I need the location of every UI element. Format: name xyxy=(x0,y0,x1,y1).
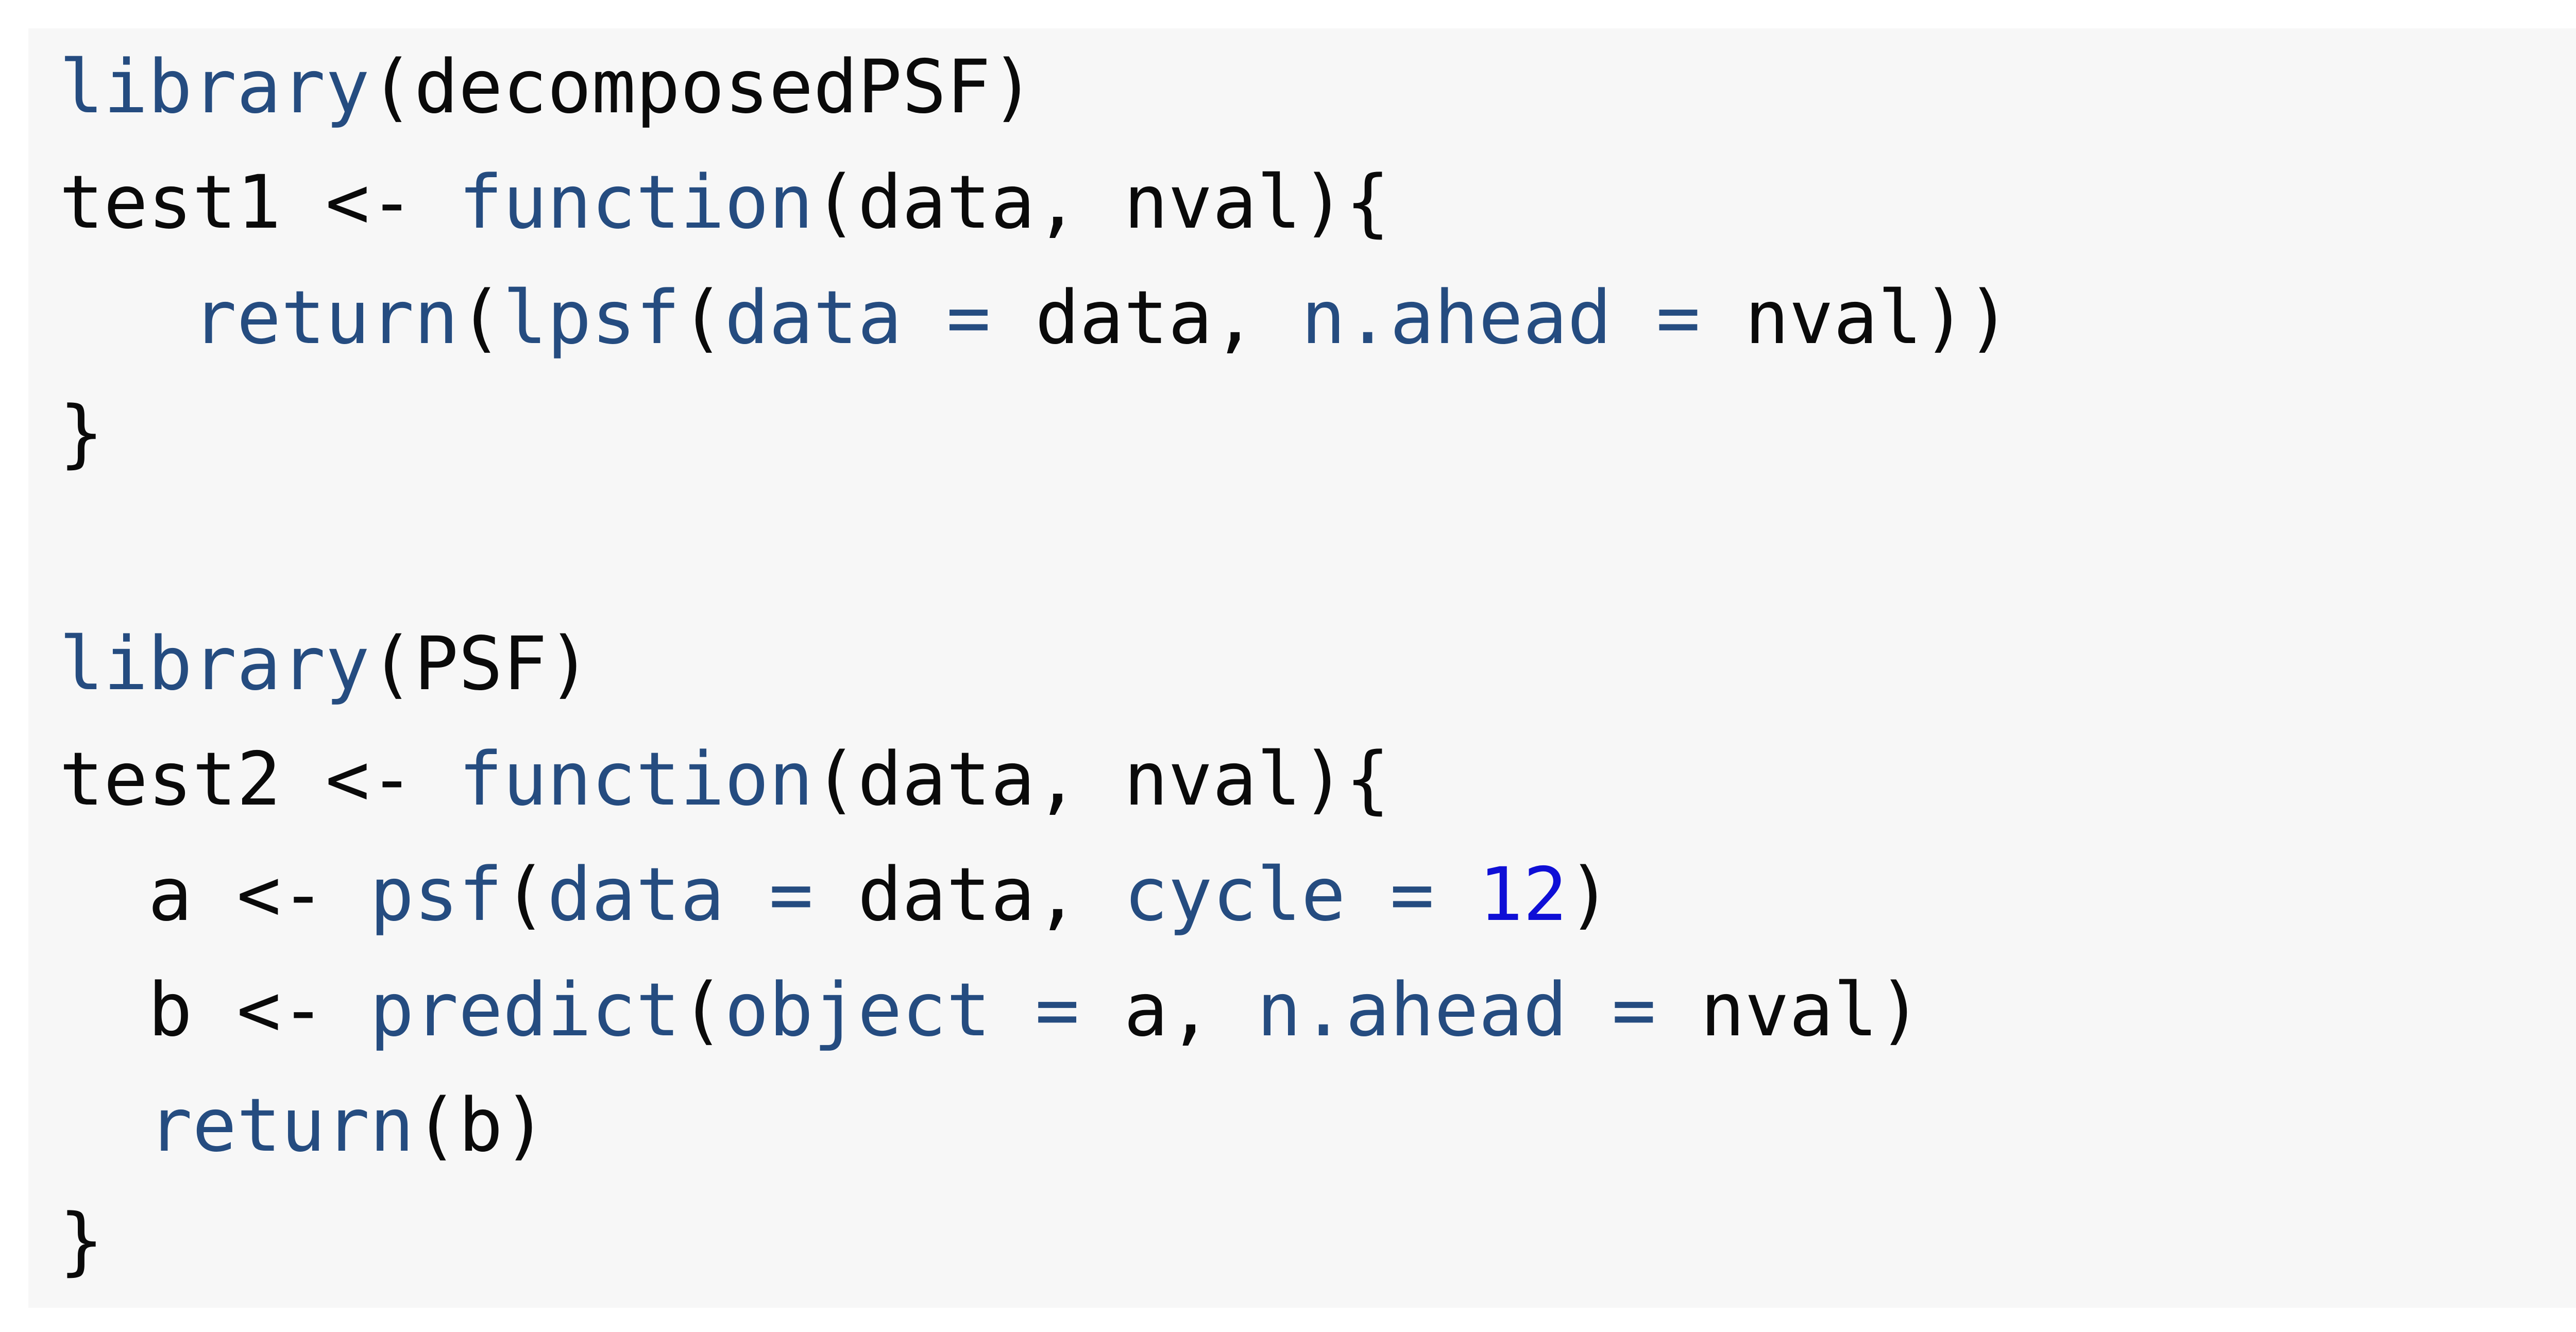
token-plain: b <- xyxy=(59,967,370,1053)
token-plain: data, xyxy=(813,851,1124,937)
code-line: a <- psf(data = data, cycle = 12) xyxy=(59,837,2576,952)
token-function: predict xyxy=(369,967,681,1053)
token-function: data = xyxy=(724,275,991,361)
code-line: b <- predict(object = a, n.ahead = nval) xyxy=(59,952,2576,1068)
code-line: return(lpsf(data = data, n.ahead = nval)… xyxy=(59,260,2576,375)
token-plain: (decomposedPSF) xyxy=(369,44,1036,130)
token-function: psf xyxy=(369,851,503,937)
token-plain xyxy=(59,275,192,361)
code-line: } xyxy=(59,1183,2576,1299)
token-plain xyxy=(59,1082,148,1168)
token-function: library xyxy=(59,621,370,707)
code-line: } xyxy=(59,375,2576,491)
token-function: n.ahead = xyxy=(1301,275,1701,361)
token-plain: (PSF) xyxy=(369,621,592,707)
token-function: function xyxy=(458,736,814,822)
code-line xyxy=(59,491,2576,606)
token-plain: test1 <- xyxy=(59,159,459,245)
token-function: return xyxy=(192,275,459,361)
token-function: return xyxy=(148,1082,414,1168)
token-function: data = xyxy=(547,851,814,937)
token-function: lpsf xyxy=(502,275,681,361)
token-plain: data, xyxy=(990,275,1301,361)
token-function: function xyxy=(458,159,814,245)
token-plain: a <- xyxy=(59,851,370,937)
token-function: cycle = xyxy=(1124,851,1434,937)
token-plain: } xyxy=(59,390,104,476)
token-plain: ( xyxy=(458,275,503,361)
token-plain: test2 <- xyxy=(59,736,459,822)
code-block: library(decomposedPSF)test1 <- function(… xyxy=(28,28,2576,1299)
code-chunk-box: library(decomposedPSF)test1 <- function(… xyxy=(28,28,2576,1308)
token-function: n.ahead = xyxy=(1257,967,1656,1053)
token-plain: (data, nval){ xyxy=(813,159,1390,245)
token-function: object = xyxy=(724,967,1080,1053)
code-line: test2 <- function(data, nval){ xyxy=(59,722,2576,837)
token-plain: ) xyxy=(1567,851,1612,937)
token-plain: nval) xyxy=(1656,967,1922,1053)
token-plain: (b) xyxy=(414,1082,548,1168)
code-line: library(decomposedPSF) xyxy=(59,29,2576,145)
token-plain: ( xyxy=(680,275,725,361)
token-plain: ( xyxy=(502,851,548,937)
token-plain: a, xyxy=(1079,967,1257,1053)
token-function: library xyxy=(59,44,370,130)
token-plain: nval)) xyxy=(1700,275,2011,361)
token-plain: (data, nval){ xyxy=(813,736,1390,822)
token-plain: } xyxy=(59,1198,104,1284)
code-line: return(b) xyxy=(59,1068,2576,1183)
code-line: library(PSF) xyxy=(59,606,2576,722)
code-line: test1 <- function(data, nval){ xyxy=(59,145,2576,260)
token-number: 12 xyxy=(1479,851,1568,937)
token-plain xyxy=(1434,851,1479,937)
token-plain: ( xyxy=(680,967,725,1053)
